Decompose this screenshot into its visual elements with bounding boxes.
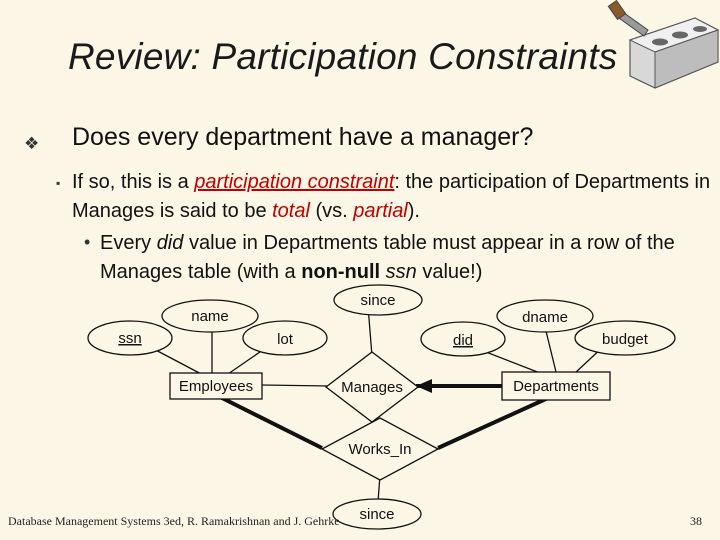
attr-since-manages-label: since — [360, 292, 395, 309]
entity-employees-box — [169, 372, 263, 400]
total-term: total — [272, 200, 310, 222]
edge-ssn-employees — [149, 346, 206, 377]
attr-did-ellipse — [420, 321, 506, 357]
attr-budget-ellipse — [574, 320, 676, 356]
attr-dname-label: dname — [522, 309, 568, 326]
thick-edge-employees-works-in — [217, 394, 323, 450]
page-number: 38 — [690, 514, 702, 528]
attr-dname-ellipse — [496, 299, 594, 333]
edge-dname-departments — [544, 326, 557, 373]
participation-constraint-term: participation constraint — [194, 171, 395, 193]
bullet3-text-4: value!) — [416, 261, 483, 283]
attr-name-label: name — [191, 308, 229, 325]
rel-works-in-label: Works_In — [348, 441, 411, 458]
bullet-diamond-icon: ❖ — [24, 134, 40, 153]
bullet2-text-4: ). — [407, 200, 420, 222]
entity-employees-label: Employees — [179, 378, 253, 395]
ssn-term: ssn — [385, 261, 417, 283]
attr-ssn-label: ssn — [118, 330, 141, 347]
attr-lot-ellipse — [242, 320, 328, 356]
bullet2-text-2: : the participation of Departments in Ma… — [72, 171, 711, 222]
rel-works-in-diamond — [320, 417, 440, 481]
attr-since-works-ellipse — [332, 498, 422, 530]
bullet3-text-1: Every — [100, 232, 157, 254]
bullet-level1: Does every department have a manager? — [72, 123, 534, 151]
attr-did-label: did — [453, 332, 473, 349]
attr-budget-label: budget — [602, 331, 649, 348]
attr-since-manages-ellipse — [333, 284, 423, 316]
edge-employees-manages — [261, 384, 331, 387]
trowel-brick-logo-icon — [607, 0, 720, 89]
rel-manages-label: Manages — [341, 379, 403, 396]
entity-departments-label: Departments — [513, 378, 599, 395]
thick-edge-departments-works-in — [437, 396, 549, 450]
attr-since-works-label: since — [359, 506, 394, 523]
non-null-term: non-null — [301, 261, 381, 283]
bullet2-text-3: (vs. — [309, 200, 354, 222]
partial-term: partial — [353, 200, 408, 222]
bullet2-text-1: If so, this is a — [72, 171, 195, 193]
bullet-square-icon: ▪ — [56, 176, 61, 190]
arrowhead-icon — [416, 379, 432, 393]
bullet3-text-2: value in Departments table must appear i… — [100, 232, 675, 283]
did-term: did — [156, 232, 184, 254]
attr-ssn-ellipse — [87, 320, 173, 356]
attr-name-ellipse — [161, 299, 259, 333]
attr-lot-label: lot — [277, 331, 294, 348]
slide-title: Review: Participation Constraints — [68, 36, 618, 77]
bullet-dot-icon: • — [84, 232, 91, 252]
bullet-level2: If so, this is a participation constrain… — [72, 168, 712, 226]
bullet-level3: Every did value in Departments table mus… — [100, 229, 710, 287]
slide-footer: Database Management Systems 3ed, R. Rama… — [8, 514, 340, 528]
entity-departments-box — [501, 371, 611, 401]
